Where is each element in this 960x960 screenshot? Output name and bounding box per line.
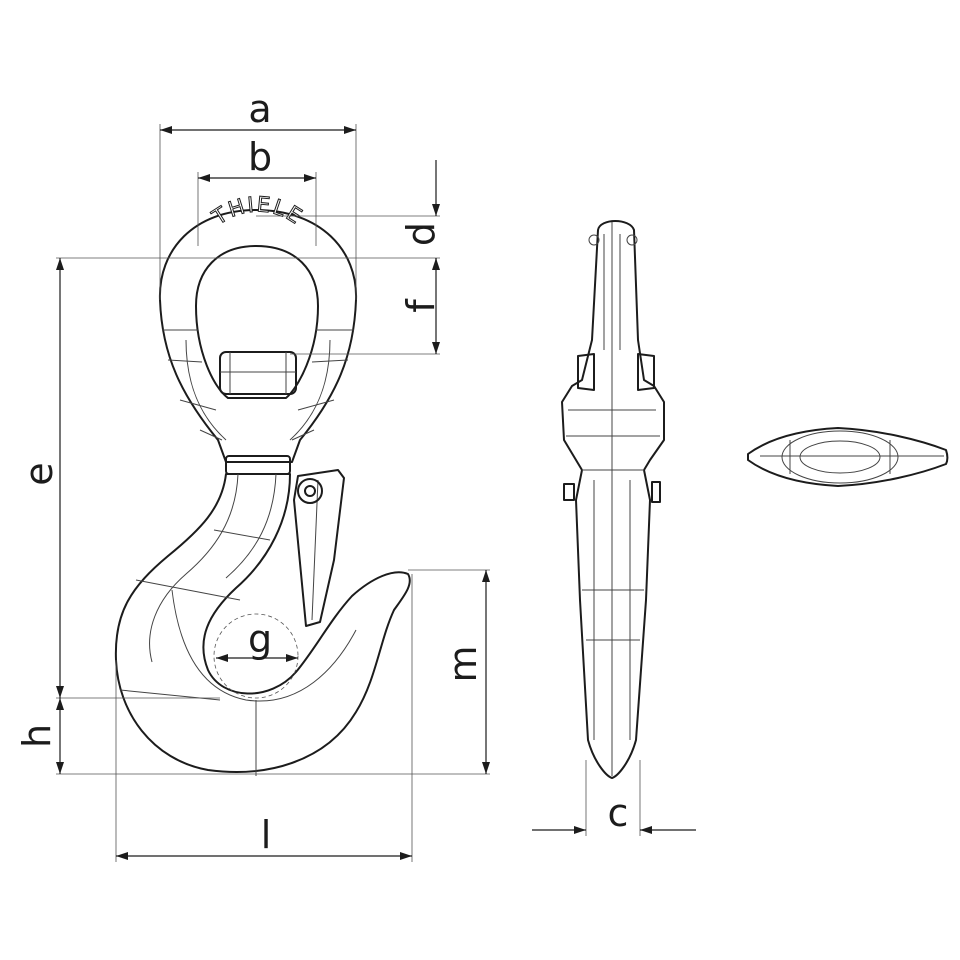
dimension-label-d: d — [399, 222, 443, 246]
dimension-label-a: a — [248, 87, 271, 131]
dimension-label-c: c — [608, 791, 629, 835]
dimensions: a b d f e h m g l c — [15, 87, 696, 862]
dimension-label-h: h — [15, 724, 59, 748]
dimension-label-l: l — [261, 813, 272, 857]
dimension-label-f: f — [399, 298, 443, 313]
dimension-label-e: e — [17, 462, 61, 485]
safety-latch — [293, 469, 345, 627]
brand-logo-text: THIELE — [207, 192, 307, 230]
swivel-eye — [158, 209, 358, 475]
dimension-label-m: m — [441, 645, 485, 682]
dimension-label-g: g — [248, 617, 272, 661]
side-view — [561, 220, 665, 779]
top-view — [747, 427, 949, 487]
dimension-label-b: b — [248, 135, 272, 179]
